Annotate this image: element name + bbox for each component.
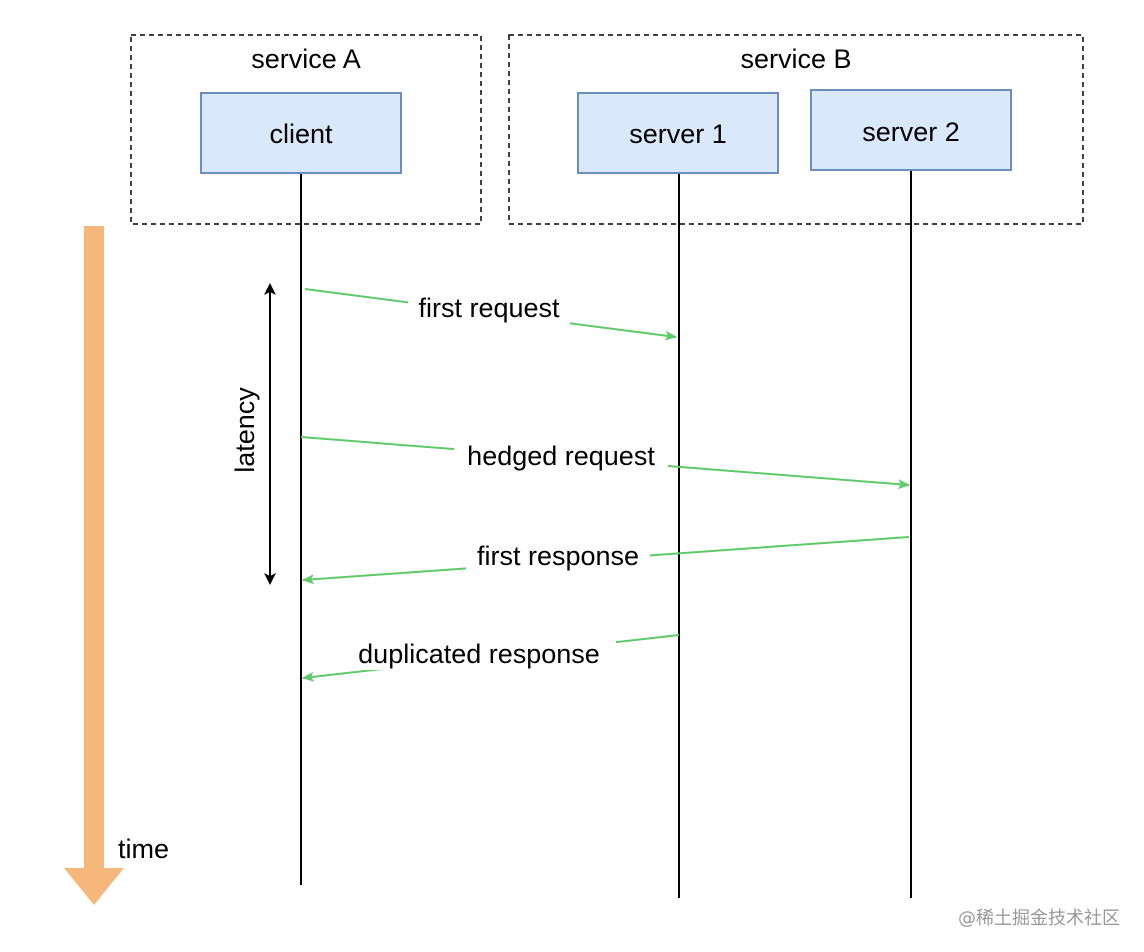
duplicated-response-label: duplicated response (358, 639, 600, 669)
service-a-title: service A (251, 44, 361, 74)
time-arrow-head (64, 868, 124, 905)
time-label: time (118, 834, 169, 864)
first-request-label: first request (418, 293, 560, 323)
watermark: @稀土掘金技术社区 (958, 908, 1120, 929)
first-response-label-bg (466, 538, 650, 572)
first-response-label: first response (477, 541, 639, 571)
client-node (200, 92, 402, 174)
service-b-group (508, 34, 1084, 225)
hedged-request-label: hedged request (467, 441, 655, 471)
server2-label: server 2 (862, 117, 960, 147)
server1-label: server 1 (629, 119, 727, 149)
hedged-request-label-bg (454, 438, 668, 472)
latency-label: latency (230, 387, 260, 473)
server2-node (810, 89, 1012, 171)
client-label: client (269, 119, 333, 149)
service-a-group (130, 34, 482, 225)
first-request-label-bg (408, 290, 570, 324)
server1-node (577, 92, 779, 174)
duplicated-response-label-bg (342, 636, 616, 670)
service-b-title: service B (740, 44, 851, 74)
time-arrow-shaft (84, 226, 104, 870)
